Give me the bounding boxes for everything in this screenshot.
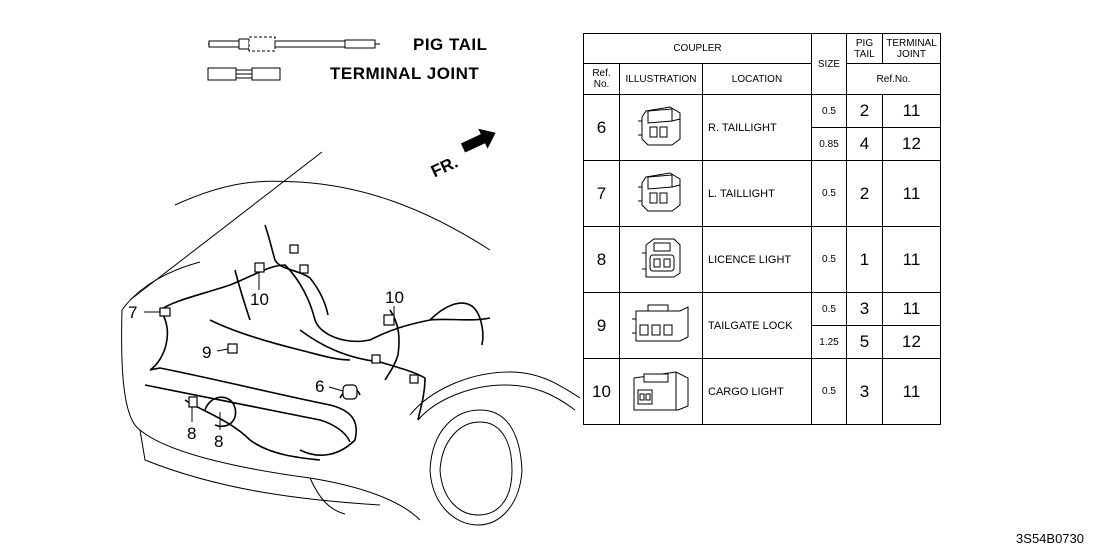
ref-no-header-line1: Ref.: [592, 68, 611, 79]
pigtail-cell: 1: [846, 226, 883, 293]
pigtail-icon: [208, 36, 380, 52]
part-code: 3S54B0730: [1016, 531, 1084, 546]
pigtail-header-line1: PIG: [855, 37, 874, 49]
callout-8-left: 8: [187, 424, 196, 443]
table-row: 7 L. TAILLIGHT 0.5 2 11: [583, 160, 941, 227]
legend-icons: [207, 36, 380, 81]
wire-harness: [144, 224, 491, 461]
size-header: SIZE: [811, 33, 847, 95]
callout-6: 6: [315, 377, 324, 396]
pigtail-label: PIG TAIL: [413, 35, 488, 54]
ref-cell: 6: [583, 94, 620, 161]
table-row: 10 CARGO LIGHT 0.5 3 11: [583, 358, 941, 425]
terminal-joint-header: TERMINAL JOINT: [882, 33, 941, 64]
pigtail-cell: 5: [846, 325, 883, 359]
pigtail-cell: 3: [846, 292, 883, 326]
illustration-cell: [619, 160, 703, 227]
callout-10-cargo-left: 10: [250, 290, 269, 309]
table-row: 8 LICENCE LIGHT 0.5 1 11: [583, 226, 941, 293]
taillight-connector-icon: [638, 172, 681, 212]
illustration-cell: [619, 94, 703, 161]
pigtail-cell: 2: [846, 94, 883, 128]
car-body-outline: [121, 151, 580, 526]
terminal-joint-header-line2: JOINT: [897, 48, 926, 60]
location-cell: L. TAILLIGHT: [702, 160, 812, 227]
size-cell: 0.85: [811, 127, 847, 161]
table-row: 1.25 5 12: [584, 325, 941, 359]
pigtail-header: PIG TAIL: [846, 33, 883, 64]
terminal-joint-cell: 11: [882, 358, 941, 425]
ref-no-header-line2: No.: [593, 79, 610, 90]
harness-diagram: FR. 7 10 10 9 6 8 8: [121, 128, 580, 526]
location-cell: R. TAILLIGHT: [702, 94, 812, 161]
size-cell: 0.5: [811, 160, 847, 227]
ref-cell: 8: [583, 226, 620, 293]
terminal-joint-cell: 11: [882, 160, 941, 227]
pigtail-cell: 4: [846, 127, 883, 161]
size-cell: 0.5: [811, 358, 847, 425]
location-cell: TAILGATE LOCK: [702, 292, 812, 359]
ref-cell: 9: [583, 292, 620, 359]
size-cell: 1.25: [811, 325, 847, 359]
connector-blobs: [159, 244, 419, 408]
terminal-joint-cell: 11: [882, 94, 941, 128]
coupler-header: COUPLER: [583, 33, 812, 64]
ref-cell: 10: [583, 358, 620, 425]
table-row: 6 R. TAILLIGHT 0.5 2 11: [583, 94, 941, 161]
terminal-joint-header-line1: TERMINAL: [886, 37, 937, 49]
illustration-cell: [619, 358, 703, 425]
table-row: 9 TAILGATE LOCK 0.5 3 11: [583, 292, 941, 359]
terminal-joint-icon: [207, 67, 281, 81]
terminal-joint-cell: 11: [882, 292, 941, 326]
front-direction-label: FR.: [428, 153, 461, 182]
pigtail-cell: 2: [846, 160, 883, 227]
terminal-joint-cell: 12: [882, 325, 941, 359]
illustration-cell: [619, 226, 703, 293]
terminal-joint-cell: 12: [882, 127, 941, 161]
terminal-joint-label: TERMINAL JOINT: [330, 64, 480, 83]
ref-cell: 7: [583, 160, 620, 227]
illustration-cell: [619, 292, 703, 359]
front-direction-arrow-icon: [460, 128, 496, 153]
size-cell: 0.5: [811, 292, 847, 326]
location-header: LOCATION: [702, 63, 812, 95]
tailgate-lock-connector-icon: [632, 304, 689, 342]
pigtail-header-line2: TAIL: [854, 48, 875, 60]
callout-10-cargo-right: 10: [385, 288, 404, 307]
coupler-table: COUPLER SIZE PIG TAIL TERMINAL JOINT Ref…: [583, 33, 941, 425]
size-cell: 0.5: [811, 94, 847, 128]
licence-light-connector-icon: [642, 238, 681, 278]
location-cell: LICENCE LIGHT: [702, 226, 812, 293]
taillight-connector-icon: [638, 106, 681, 146]
cargo-light-connector-icon: [633, 371, 689, 411]
callout-9: 9: [202, 343, 211, 362]
ref-no-right-header: Ref.No.: [846, 63, 941, 95]
ref-no-header: Ref. No.: [583, 63, 620, 95]
pigtail-cell: 3: [846, 358, 883, 425]
callout-8-right: 8: [214, 432, 223, 451]
illustration-header: ILLUSTRATION: [619, 63, 703, 95]
size-cell: 0.5: [811, 226, 847, 293]
leader-lines: [144, 272, 395, 430]
callout-7: 7: [128, 303, 137, 322]
location-cell: CARGO LIGHT: [702, 358, 812, 425]
terminal-joint-cell: 11: [882, 226, 941, 293]
